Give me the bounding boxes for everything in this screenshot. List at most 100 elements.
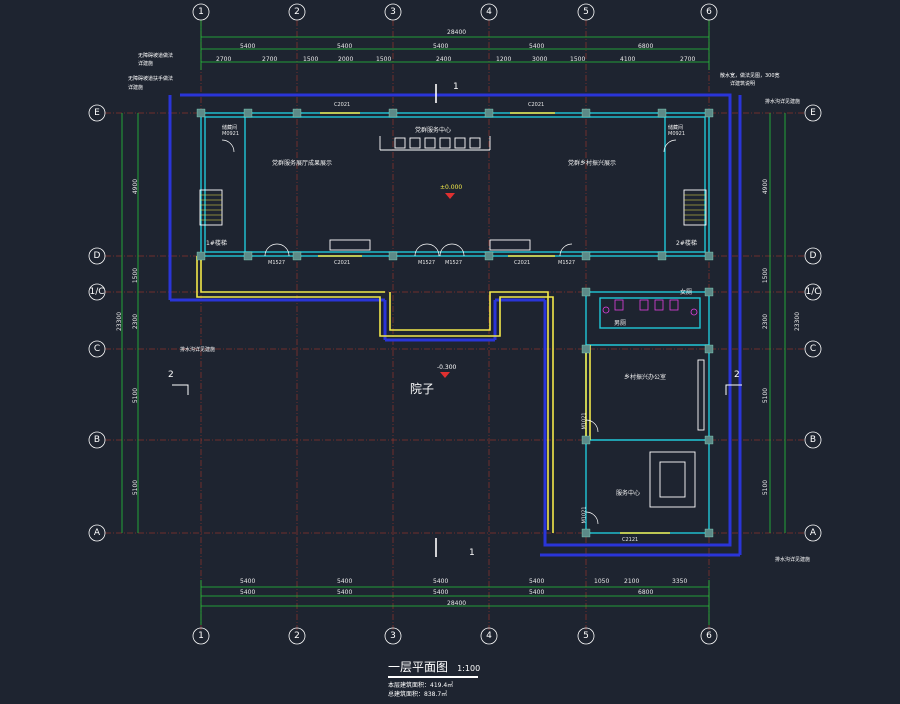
- grid-bubble: 1/C: [804, 283, 822, 301]
- dim-label: 5400: [337, 43, 353, 50]
- dim-label: 5400: [529, 578, 545, 585]
- column: [484, 251, 494, 261]
- grid-bubble-label: D: [810, 251, 817, 261]
- grid-bubble-label: E: [810, 108, 816, 118]
- grid-bubble: 3: [384, 627, 402, 645]
- note-ramp: 无障碍坡道做法: [138, 53, 174, 59]
- area-line: 本层建筑面积：419.4㎡: [388, 682, 454, 689]
- room-store1: 储藏间: [222, 125, 238, 131]
- dim-label: 5100: [762, 387, 770, 404]
- dim-label: 5400: [337, 589, 353, 596]
- grid-bubble-label: A: [94, 528, 101, 538]
- drawing-title: 一层平面图: [388, 660, 449, 674]
- grid-bubble-label: B: [94, 435, 100, 445]
- dim-label: 6800: [638, 589, 654, 596]
- dim-label: 2700: [680, 56, 696, 63]
- dim-label: 2700: [216, 56, 232, 63]
- elevation-yard: -0.300: [437, 364, 457, 371]
- grid-bubble: D: [804, 247, 822, 265]
- column: [704, 344, 714, 354]
- section-label: 2: [168, 370, 174, 380]
- grid-bubble-label: 5: [583, 631, 589, 641]
- room-hall-center: 党群服务中心: [415, 127, 452, 134]
- dim-label: 5100: [132, 479, 140, 496]
- grid-bubble: D: [88, 247, 106, 265]
- column: [292, 108, 302, 118]
- dimension-lines: [121, 20, 786, 625]
- structural-columns: [196, 108, 714, 538]
- room-service: 服务中心: [616, 490, 641, 497]
- dim-label: 5400: [433, 578, 449, 585]
- stairs: [200, 194, 706, 221]
- grid-bubble: 6: [700, 627, 718, 645]
- column: [704, 108, 714, 118]
- dim-label: 5400: [433, 589, 449, 596]
- column: [657, 251, 667, 261]
- grid-bubble: E: [804, 104, 822, 122]
- grid-bubble: C: [804, 340, 822, 358]
- grid-bubble: 6: [700, 3, 718, 21]
- dim-label: 1500: [376, 56, 392, 63]
- dim-label: 5100: [762, 479, 770, 496]
- grid-bubble-label: E: [94, 108, 100, 118]
- room-hall-right: 党群乡村振兴展示: [568, 160, 617, 167]
- dim-label: 23300: [794, 311, 802, 332]
- yellow-walls: [196, 112, 670, 534]
- section-label: 1: [469, 548, 475, 558]
- label-door: M1527: [418, 260, 436, 266]
- grid-bubble: A: [804, 524, 822, 542]
- dim-label: 3350: [672, 578, 688, 585]
- room-stair2: 2#楼梯: [676, 240, 697, 247]
- section-label: 2: [734, 370, 740, 380]
- fixtures: [199, 136, 707, 508]
- grid-bubble-label: C: [810, 344, 816, 354]
- label-window: C2021: [528, 102, 545, 108]
- dim-label: 4900: [762, 178, 770, 195]
- column: [581, 287, 591, 297]
- elevation-indoor: ±0.000: [440, 184, 463, 191]
- grid-bubble-label: C: [94, 344, 100, 354]
- dim-label: 5400: [240, 578, 256, 585]
- column: [484, 108, 494, 118]
- grid-bubble: 4: [480, 627, 498, 645]
- note-rail-ref: 详建施: [128, 85, 144, 91]
- label-door: M1527: [445, 260, 463, 266]
- dim-label: 4900: [132, 178, 140, 195]
- label-door: M1527: [558, 260, 576, 266]
- grid-bubble-label: 6: [706, 631, 712, 641]
- elevation-markers: [440, 193, 455, 378]
- grid-bubble: 5: [577, 3, 595, 21]
- note-roof: 散水宽，做法见图，300宽: [720, 73, 780, 79]
- grid-bubble: 1: [192, 3, 210, 21]
- column: [581, 344, 591, 354]
- column: [292, 251, 302, 261]
- room-toilet-f: 女厕: [680, 289, 693, 296]
- grid-bubble-label: B: [810, 435, 816, 445]
- dim-label: 1500: [303, 56, 319, 63]
- grid-bubble-label: 2: [294, 631, 300, 641]
- grid-bubble-label: 5: [583, 7, 589, 17]
- grid-bubble-label: 2: [294, 7, 300, 17]
- grid-bubble-label: A: [810, 528, 817, 538]
- column: [243, 108, 253, 118]
- grid-bubble: E: [88, 104, 106, 122]
- label-door: M1021: [581, 412, 588, 430]
- dim-label: 1500: [570, 56, 586, 63]
- area-line: 总建筑面积：838.7㎡: [388, 691, 448, 698]
- column: [581, 108, 591, 118]
- toilet-fixtures: [602, 299, 698, 316]
- column: [704, 528, 714, 538]
- grid-bubble: 1: [192, 627, 210, 645]
- grid-bubble: C: [88, 340, 106, 358]
- note-ramp-ref: 详建施: [138, 61, 154, 67]
- note-rail: 无障碍坡道扶手做法: [128, 76, 174, 82]
- grid-bubble: 4: [480, 3, 498, 21]
- label-window: C2021: [334, 260, 351, 266]
- label-door: M0921: [668, 131, 686, 137]
- grid-bubble-label: 1/C: [89, 287, 104, 297]
- dim-label: 23300: [116, 311, 124, 332]
- dim-label: 6800: [638, 43, 654, 50]
- column: [581, 251, 591, 261]
- label-window: C2021: [514, 260, 531, 266]
